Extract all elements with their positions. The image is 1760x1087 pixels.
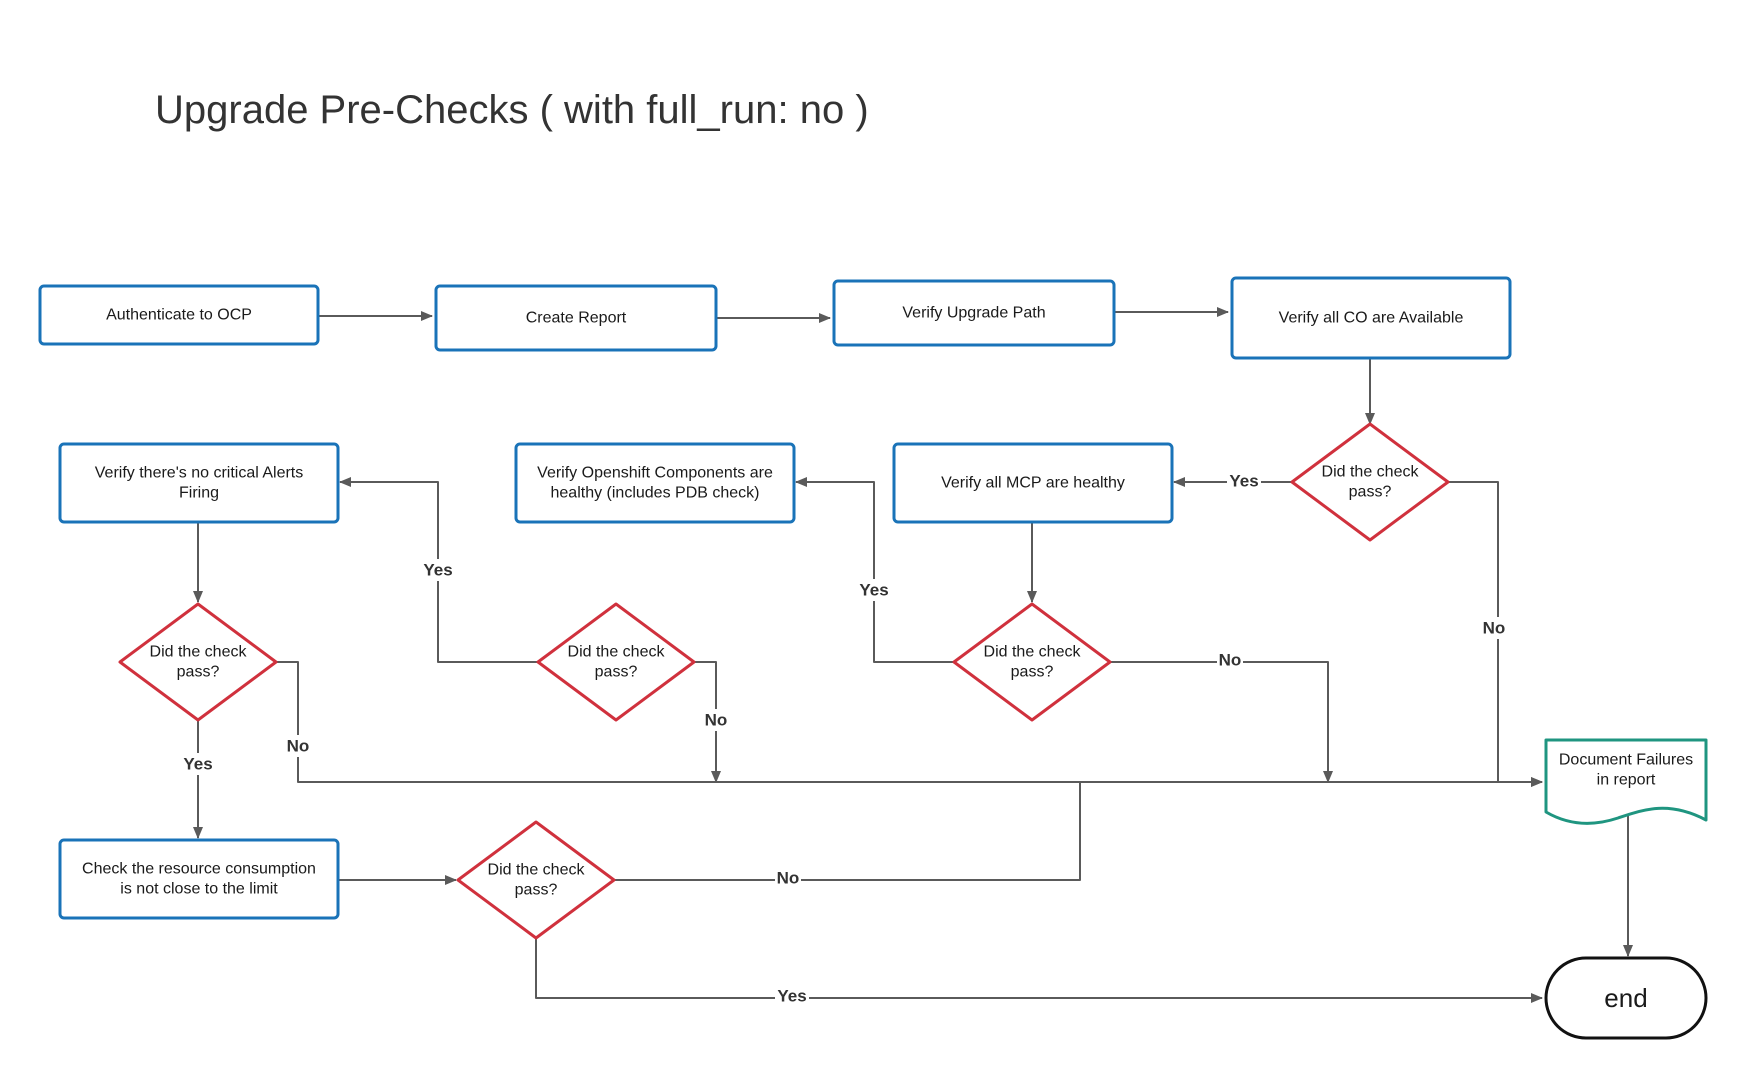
alerts-label-1: Verify there's no critical Alerts [95,465,303,482]
edge-decision-co-no [1370,481,1543,787]
document-failures-shape [1544,738,1708,825]
edge-decision-components-no [694,661,721,783]
label-yes-mcp: Yes [859,581,888,600]
edge-decision-mcp-yes [795,477,954,663]
auth-label-1: Authenticate to OCP [106,307,252,324]
decision-alerts: Did the check pass? [118,602,278,722]
d_mcp-label-2: pass? [1011,664,1054,681]
verify-openshift-components-box: Verify Openshift Components are healthy (… [514,442,796,524]
label-no-components-bg [703,709,729,731]
decision-resources: Did the check pass? [456,820,616,940]
label-no-alerts-bg [285,735,311,757]
decision-co-shape [1290,422,1450,542]
d_components-label-2: pass? [595,664,638,681]
decision-mcp: Did the check pass? [952,602,1112,722]
decision-components-shape [536,602,696,722]
document-failures-node: Document Failures in report [1544,738,1708,825]
label-no-components: No [705,711,728,730]
decision-alerts-shape [118,602,278,722]
label-yes-resources: Yes [777,987,806,1006]
edge-decision-alerts-no-to-failures [276,661,1543,787]
d_co-label-1: Did the check [1322,464,1420,481]
connectors [193,307,1633,1003]
d_resources-label-2: pass? [515,882,558,899]
label-yes-alerts-bg [181,753,215,775]
resources-label-1: Check the resource consumption [82,861,316,878]
verify-critical-alerts-box-shape [58,442,340,524]
check-resource-consumption-box: Check the resource consumption is not clo… [58,838,340,920]
label-no-mcp-bg [1217,649,1243,671]
failures-label-2: in report [1597,772,1656,789]
label-no-alerts: No [287,737,310,756]
label-yes-co-bg [1227,470,1261,492]
check-resource-consumption-box-shape [58,838,340,920]
verify-mcp-box: Verify all MCP are healthy [892,442,1174,524]
decision-mcp-shape [952,602,1112,722]
d_alerts-label-1: Did the check [150,644,248,661]
edge-decision-mcp-no [1110,661,1333,783]
d_co-label-2: pass? [1349,484,1392,501]
decision-components: Did the check pass? [536,602,696,722]
edge-decision-resources-yes [535,938,1543,1003]
report-label-1: Create Report [526,310,627,327]
label-no-co: No [1483,619,1506,638]
d_mcp-label-1: Did the check [984,644,1082,661]
label-yes-resources-bg [775,985,809,1007]
failures-label-1: Document Failures [1559,752,1693,769]
upgrade_path-label-1: Verify Upgrade Path [902,305,1045,322]
create-report-box-shape [434,284,718,352]
verify-upgrade-path-box: Verify Upgrade Path [832,279,1116,347]
label-no-resources-bg [775,867,801,889]
nodes: Authenticate to OCP Create Report Verify U… [38,276,1708,1040]
components-label-1: Verify Openshift Components are [537,465,773,482]
verify-co-available-box-shape [1230,276,1512,360]
alerts-label-2: Firing [179,485,219,502]
decision-co: Did the check pass? [1290,422,1450,542]
label-yes-mcp-bg [857,579,891,601]
end-label-1: end [1604,983,1647,1013]
label-no-resources: No [777,869,800,888]
d_resources-label-1: Did the check [488,862,586,879]
authenticate-ocp-box: Authenticate to OCP [38,284,320,346]
authenticate-ocp-box-shape [38,284,320,346]
resources-label-2: is not close to the limit [120,881,278,898]
label-no-mcp: No [1219,651,1242,670]
label-yes-components-bg [421,559,455,581]
edge-decision-resources-no [614,782,1081,881]
verify-upgrade-path-box-shape [832,279,1116,347]
page-title: Upgrade Pre-Checks ( with full_run: no ) [155,88,869,132]
verify-openshift-components-box-shape [514,442,796,524]
verify-co-available-box: Verify all CO are Available [1230,276,1512,360]
d_alerts-label-2: pass? [177,664,220,681]
label-no-co-bg [1481,617,1507,639]
create-report-box: Create Report [434,284,718,352]
components-label-2: healthy (includes PDB check) [551,485,760,502]
label-yes-alerts: Yes [183,755,212,774]
label-yes-components: Yes [423,561,452,580]
decision-resources-shape [456,820,616,940]
label-yes-co: Yes [1229,472,1258,491]
verify-mcp-box-shape [892,442,1174,524]
mcp-label-1: Verify all MCP are healthy [941,475,1125,492]
end-terminal-shape [1544,956,1708,1040]
co_available-label-1: Verify all CO are Available [1279,310,1464,327]
end-terminal-node: end [1544,956,1708,1040]
d_components-label-1: Did the check [568,644,666,661]
